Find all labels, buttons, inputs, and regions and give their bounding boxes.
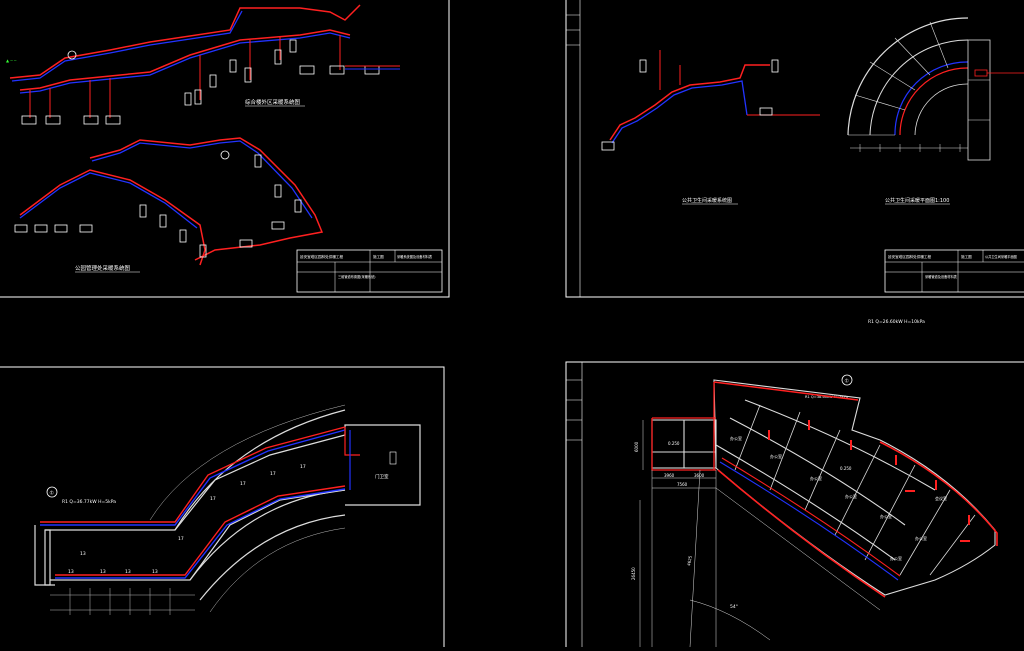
fan-floor-plan	[847, 17, 1024, 161]
return-pipe	[91, 140, 313, 219]
return-pipe	[19, 172, 198, 229]
sheet-border	[565, 0, 1024, 298]
marker-label: ①	[50, 491, 55, 497]
svg-text:17: 17	[270, 471, 276, 477]
room-temp: 0.250	[840, 466, 852, 471]
room-label: 办公室	[770, 453, 782, 459]
dim-bottom-b: 3600	[694, 473, 705, 478]
titleblock-row2: 三维管道布置图(采暖系统)	[338, 274, 376, 279]
supply-pipe	[19, 29, 351, 91]
load-note: R1 Q=36.77kW H=5kPa	[62, 499, 116, 505]
bottom-right-note: R1 Q=38.60kW H=8kPa	[805, 395, 848, 399]
supply-pipe	[721, 457, 901, 577]
return-pipe	[40, 429, 346, 526]
svg-text:13: 13	[68, 569, 74, 575]
return-pipe	[11, 10, 243, 82]
supply-pipe	[40, 426, 346, 523]
dim-bottom-a: 3960	[664, 473, 675, 478]
sheet-border	[0, 366, 445, 651]
dim-radius: 4625	[686, 555, 693, 566]
titleblock-row2: 采暖管道及设备材料表	[925, 274, 958, 279]
supply-pipe	[55, 485, 346, 576]
svg-text:▲ ─ ─: ▲ ─ ─	[6, 58, 17, 63]
dim-vertical: 26450	[631, 567, 636, 580]
sheet-bottom-right: ① R1 Q=38.60kW H=8kPa	[565, 361, 1024, 651]
return-pipe	[19, 32, 351, 94]
dim-bottom-total: 7560	[677, 482, 688, 487]
marker-circle	[841, 374, 853, 386]
return-pipe	[611, 80, 748, 144]
return-pipe	[55, 488, 346, 579]
supply-pipe	[9, 4, 361, 79]
top-right-note: R1 Q=26.60kW H=10kPa	[868, 319, 925, 325]
room-label: 办公室	[810, 475, 822, 481]
svg-text:13: 13	[100, 569, 106, 575]
svg-text:13: 13	[152, 569, 158, 575]
title-block: 延安宝塔区园林处供暖工程 施工图 公共卫生间采暖平面图 采暖管道及设备材料表	[884, 249, 1024, 293]
svg-text:17: 17	[300, 464, 306, 470]
svg-text:17: 17	[240, 481, 246, 487]
supply-pipe	[19, 169, 206, 266]
room-label: 会议室	[935, 495, 947, 501]
titleblock-drawing: 公共卫生间采暖平面图	[985, 254, 1017, 259]
title-upper: 综合楼外区采暖系统图	[245, 98, 301, 106]
marker-label: ①	[845, 379, 850, 385]
title-block: 延安宝塔区园林处供暖工程 施工图 采暖系统图及设备材料表 三维管道布置图(采暖系…	[296, 249, 443, 293]
return-pipe	[719, 461, 899, 581]
marker-circle	[46, 486, 58, 498]
sheet-bottom-left: ① R1 Q=36.77kW H=5kPa 13 13 13 1	[0, 366, 445, 651]
title-left: 公共卫生间采暖系统图	[682, 197, 732, 204]
supply-pipe	[609, 64, 770, 141]
room-label: 门卫室	[375, 473, 389, 480]
building-walls	[651, 379, 996, 596]
svg-text:17: 17	[178, 536, 184, 542]
building-walls	[34, 409, 421, 601]
titleblock-project: 延安宝塔区园林处供暖工程	[300, 254, 344, 259]
room-label: 办公室	[890, 555, 902, 561]
titleblock-drawing: 采暖系统图及设备材料表	[397, 254, 433, 259]
titleblock-project: 延安宝塔区园林处供暖工程	[888, 254, 932, 259]
supply-pipe	[89, 137, 324, 261]
sheet-border	[565, 361, 1024, 651]
svg-text:17: 17	[210, 496, 216, 502]
title-lower: 公园管理处采暖系统图	[75, 264, 131, 272]
dim-left-height: 6000	[634, 441, 639, 452]
room-label: 办公室	[730, 435, 742, 441]
title-right: 公共卫生间采暖平面图1:100	[885, 197, 949, 204]
room-temp: 0.250	[668, 441, 680, 446]
titleblock-stage: 施工图	[961, 254, 972, 259]
svg-text:13: 13	[125, 569, 131, 575]
titleblock-stage: 施工图	[373, 254, 384, 259]
room-label: 办公室	[880, 513, 892, 519]
dim-angle: 54°	[730, 604, 738, 610]
sheet-top-left: ▲ ─ ─ 综合楼外区采暖系统图 公园管理处采暖系统图 延安宝塔区	[0, 0, 450, 298]
room-label: 办公室	[915, 535, 927, 541]
room-label: 办公室	[845, 493, 857, 499]
svg-text:13: 13	[80, 551, 86, 557]
sheet-border	[0, 0, 450, 298]
sheet-top-right: 公共卫生间采暖系统图 公共卫生间采	[565, 0, 1024, 298]
